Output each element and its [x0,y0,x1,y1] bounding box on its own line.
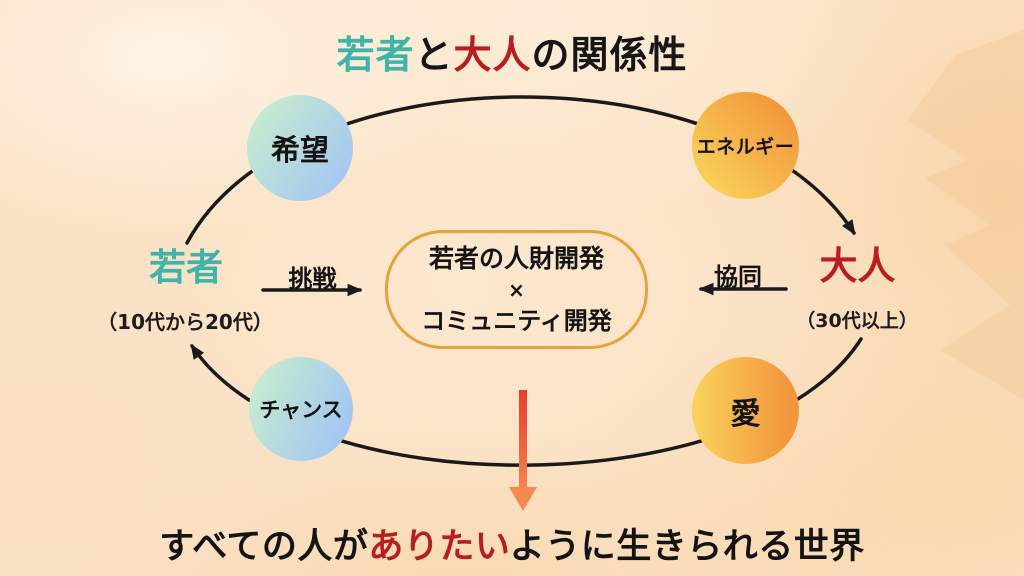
goal-highlight: ありたい [368,527,510,567]
youth-age-range: （10代から20代） [97,310,273,334]
energy-circle: エネルギー [692,92,799,199]
cooperation-arrow-label: 協同 [714,263,762,291]
page-title: 若者と大人の関係性 [0,24,1024,79]
chance-circle: チャンス [249,357,353,461]
goal-statement: すべての人がありたいように生きられる世界 [0,518,1024,569]
energy-label: エネルギー [696,136,795,158]
love-circle: 愛 [692,357,799,464]
goal-prefix: すべての人が [159,527,369,567]
youth-actor-label: 若者 [149,246,223,289]
goal-suffix: ように生きられる世界 [509,527,865,567]
love-label: 愛 [730,396,761,432]
title-adult-word: 大人 [453,33,532,77]
chance-label: チャンス [259,398,343,422]
title-and-word: と [414,33,454,77]
center-box-line3: コミュニティ開発 [421,306,612,335]
adult-actor-label: 大人 [819,244,896,288]
hope-circle: 希望 [247,95,353,201]
hope-label: 希望 [270,133,329,167]
result-arrow-head [509,487,537,511]
title-youth-word: 若者 [336,33,415,77]
title-suffix: の関係性 [531,33,688,77]
watercolor-wash-right [908,30,1024,400]
challenge-arrow-label: 挑戦 [288,265,337,293]
adult-age-range: （30代以上） [796,310,918,332]
center-box-line1: 若者の人財開発 [428,243,604,273]
center-concept-box: 若者の人財開発 × コミュニティ開発 [385,230,648,349]
center-box-multiply-sign: × [508,277,525,302]
